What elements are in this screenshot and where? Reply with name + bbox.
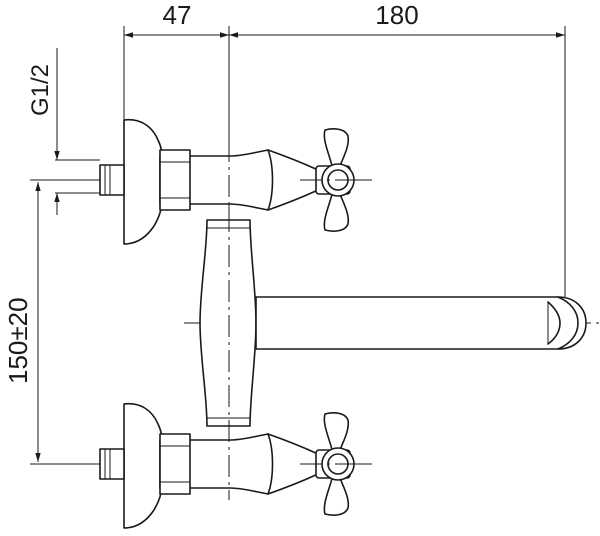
lower-valve-assembly — [159, 412, 355, 516]
dimension-47-label: 47 — [163, 0, 192, 30]
dimension-150-label: 150±20 — [3, 297, 33, 384]
top-dimension-lines — [123, 26, 566, 460]
dimension-180-label: 180 — [375, 0, 418, 30]
spacing-dimension-lines — [30, 179, 100, 465]
spout — [255, 296, 587, 350]
thread-dimension-lines — [54, 48, 100, 215]
dimension-g12-label: G1/2 — [27, 64, 54, 116]
lower-escutcheon — [123, 402, 163, 529]
upper-valve-assembly — [159, 128, 355, 232]
lower-inlet-thread — [99, 448, 125, 480]
upper-inlet-thread — [99, 164, 125, 196]
faucet-body-column — [199, 219, 257, 427]
upper-escutcheon — [123, 118, 163, 245]
